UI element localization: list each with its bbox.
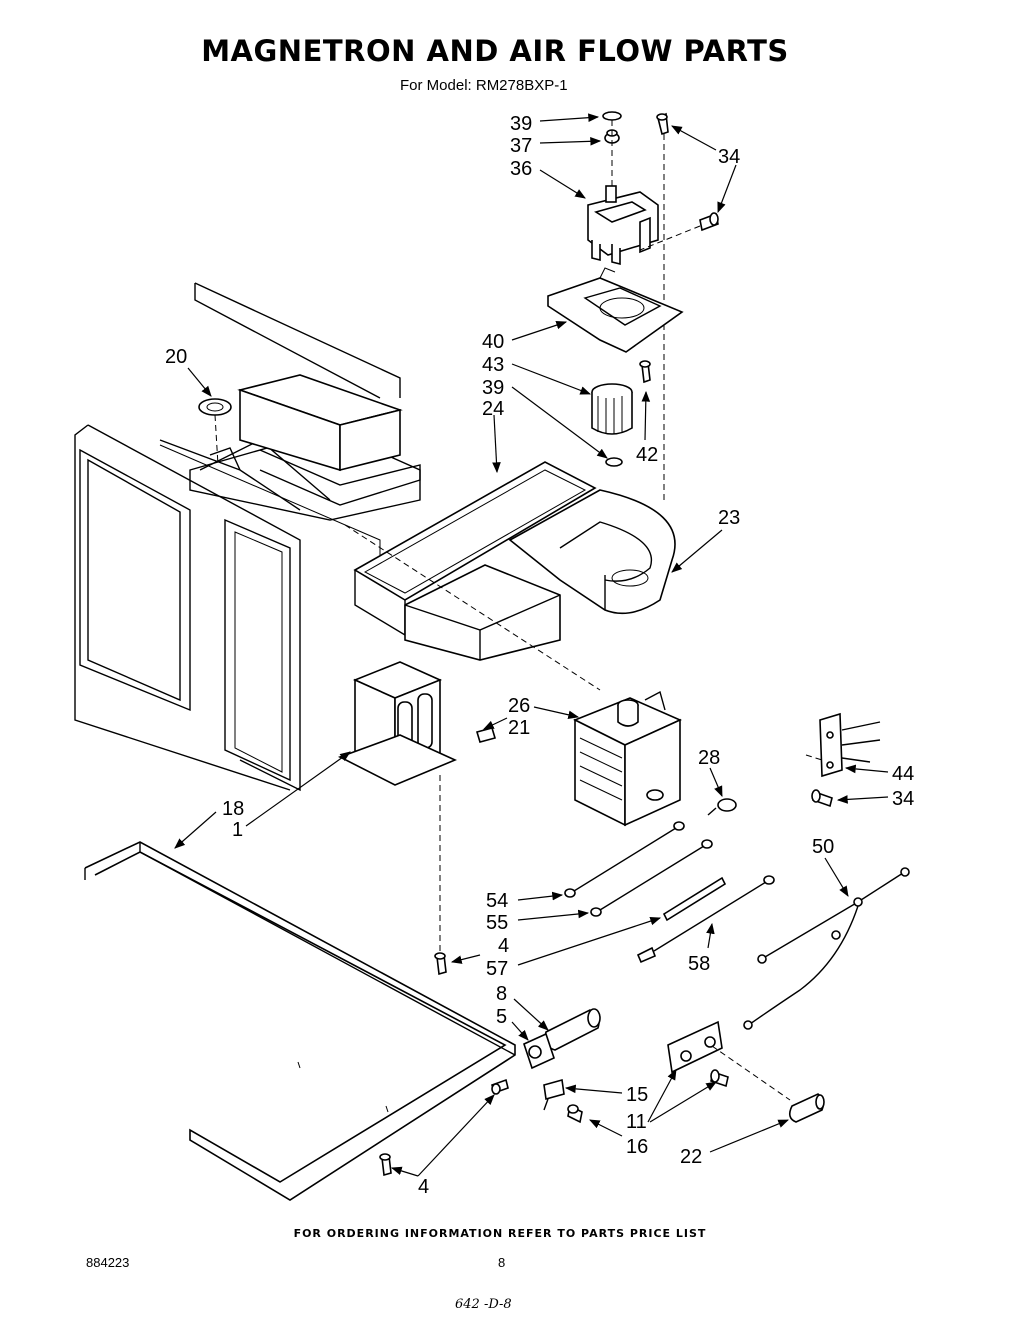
callout-44: 44	[892, 763, 914, 785]
part-55-wire	[590, 839, 713, 917]
ordering-note: FOR ORDERING INFORMATION REFER TO PARTS …	[293, 1227, 707, 1240]
control-box	[237, 374, 421, 506]
part-8-capacitor	[544, 1008, 601, 1051]
part-20-gasket	[198, 398, 232, 466]
part-18-base-plate	[84, 841, 516, 1201]
part-21-clip	[475, 727, 497, 743]
handwritten-note: 642 -D-8	[455, 1297, 512, 1312]
part-54-wire	[564, 821, 685, 898]
air-guide-duct	[404, 564, 561, 661]
callout-22: 22	[680, 1146, 702, 1168]
oven-cabinet	[74, 282, 421, 792]
callout-26: 26	[508, 695, 530, 717]
callout-11: 11	[626, 1111, 647, 1133]
callout-23: 23	[718, 507, 740, 529]
part-24-air-duct	[353, 461, 597, 637]
callout-57: 57	[486, 958, 508, 980]
callout-18: 18	[222, 798, 244, 820]
part-16-screw-right	[710, 1069, 729, 1088]
callout-34-switch: 34	[892, 788, 914, 810]
callout-16: 16	[626, 1136, 648, 1158]
callout-40: 40	[482, 331, 504, 353]
part-16-screw	[567, 1104, 583, 1124]
callout-54: 54	[486, 890, 508, 912]
callout-5: 5	[496, 1006, 507, 1028]
part-5-bracket	[523, 1032, 555, 1070]
model-subtitle: For Model: RM278BXP-1	[400, 77, 568, 94]
part-26-magnetron	[573, 690, 682, 827]
part-16-screw-left	[491, 1078, 509, 1095]
callout-20: 20	[165, 346, 187, 368]
part-39-clip	[605, 457, 623, 467]
part-58-wire	[636, 875, 775, 964]
part-39-washer	[602, 111, 622, 121]
callout-37: 37	[510, 135, 532, 157]
callout-42: 42	[636, 444, 658, 466]
part-4-screw-upper	[434, 952, 447, 976]
part-15-diode	[543, 1078, 565, 1111]
callout-24: 24	[482, 398, 504, 420]
part-34-screw-switch	[811, 789, 833, 808]
callout-21: 21	[508, 717, 530, 739]
part-43-fan-blade	[591, 383, 633, 435]
callout-39-lower: 39	[482, 377, 504, 399]
callout-36: 36	[510, 158, 532, 180]
part-42-screw	[639, 360, 651, 384]
part-28-thermal-cutout	[707, 798, 737, 816]
part-22-fuse	[788, 1093, 825, 1123]
callout-15: 15	[626, 1084, 648, 1106]
callout-50: 50	[812, 836, 834, 858]
part-34-screw-side	[639, 212, 719, 251]
callout-labels: 39 37 36 34 40 43 39 24 42 20 23 26 21 2…	[165, 113, 914, 1198]
part-4-screw-lower	[379, 1153, 392, 1177]
part-57-wire-sleeve	[662, 876, 727, 922]
callout-55: 55	[486, 912, 508, 934]
callout-28: 28	[698, 747, 720, 769]
page-title: MAGNETRON AND AIR FLOW PARTS	[201, 34, 789, 68]
page-number: 8	[498, 1255, 506, 1270]
part-23-blower-housing	[508, 489, 676, 615]
part-50-wire-harness	[743, 867, 910, 1030]
document-number: 884223	[86, 1255, 130, 1270]
part-36-fan-motor	[587, 185, 659, 266]
part-1-transformer	[338, 661, 458, 955]
leader-lines	[174, 113, 889, 1177]
callout-58: 58	[688, 953, 710, 975]
part-40-motor-bracket	[547, 267, 684, 353]
callout-8: 8	[496, 983, 507, 1005]
part-11-fuse-holder	[667, 1020, 791, 1101]
callout-34-top: 34	[718, 146, 740, 168]
callout-43: 43	[482, 354, 504, 376]
callout-4-lower: 4	[418, 1176, 429, 1198]
callout-1: 1	[232, 819, 243, 841]
part-44-switch	[805, 712, 881, 778]
callout-39: 39	[510, 113, 532, 135]
callout-4-upper: 4	[498, 935, 509, 957]
